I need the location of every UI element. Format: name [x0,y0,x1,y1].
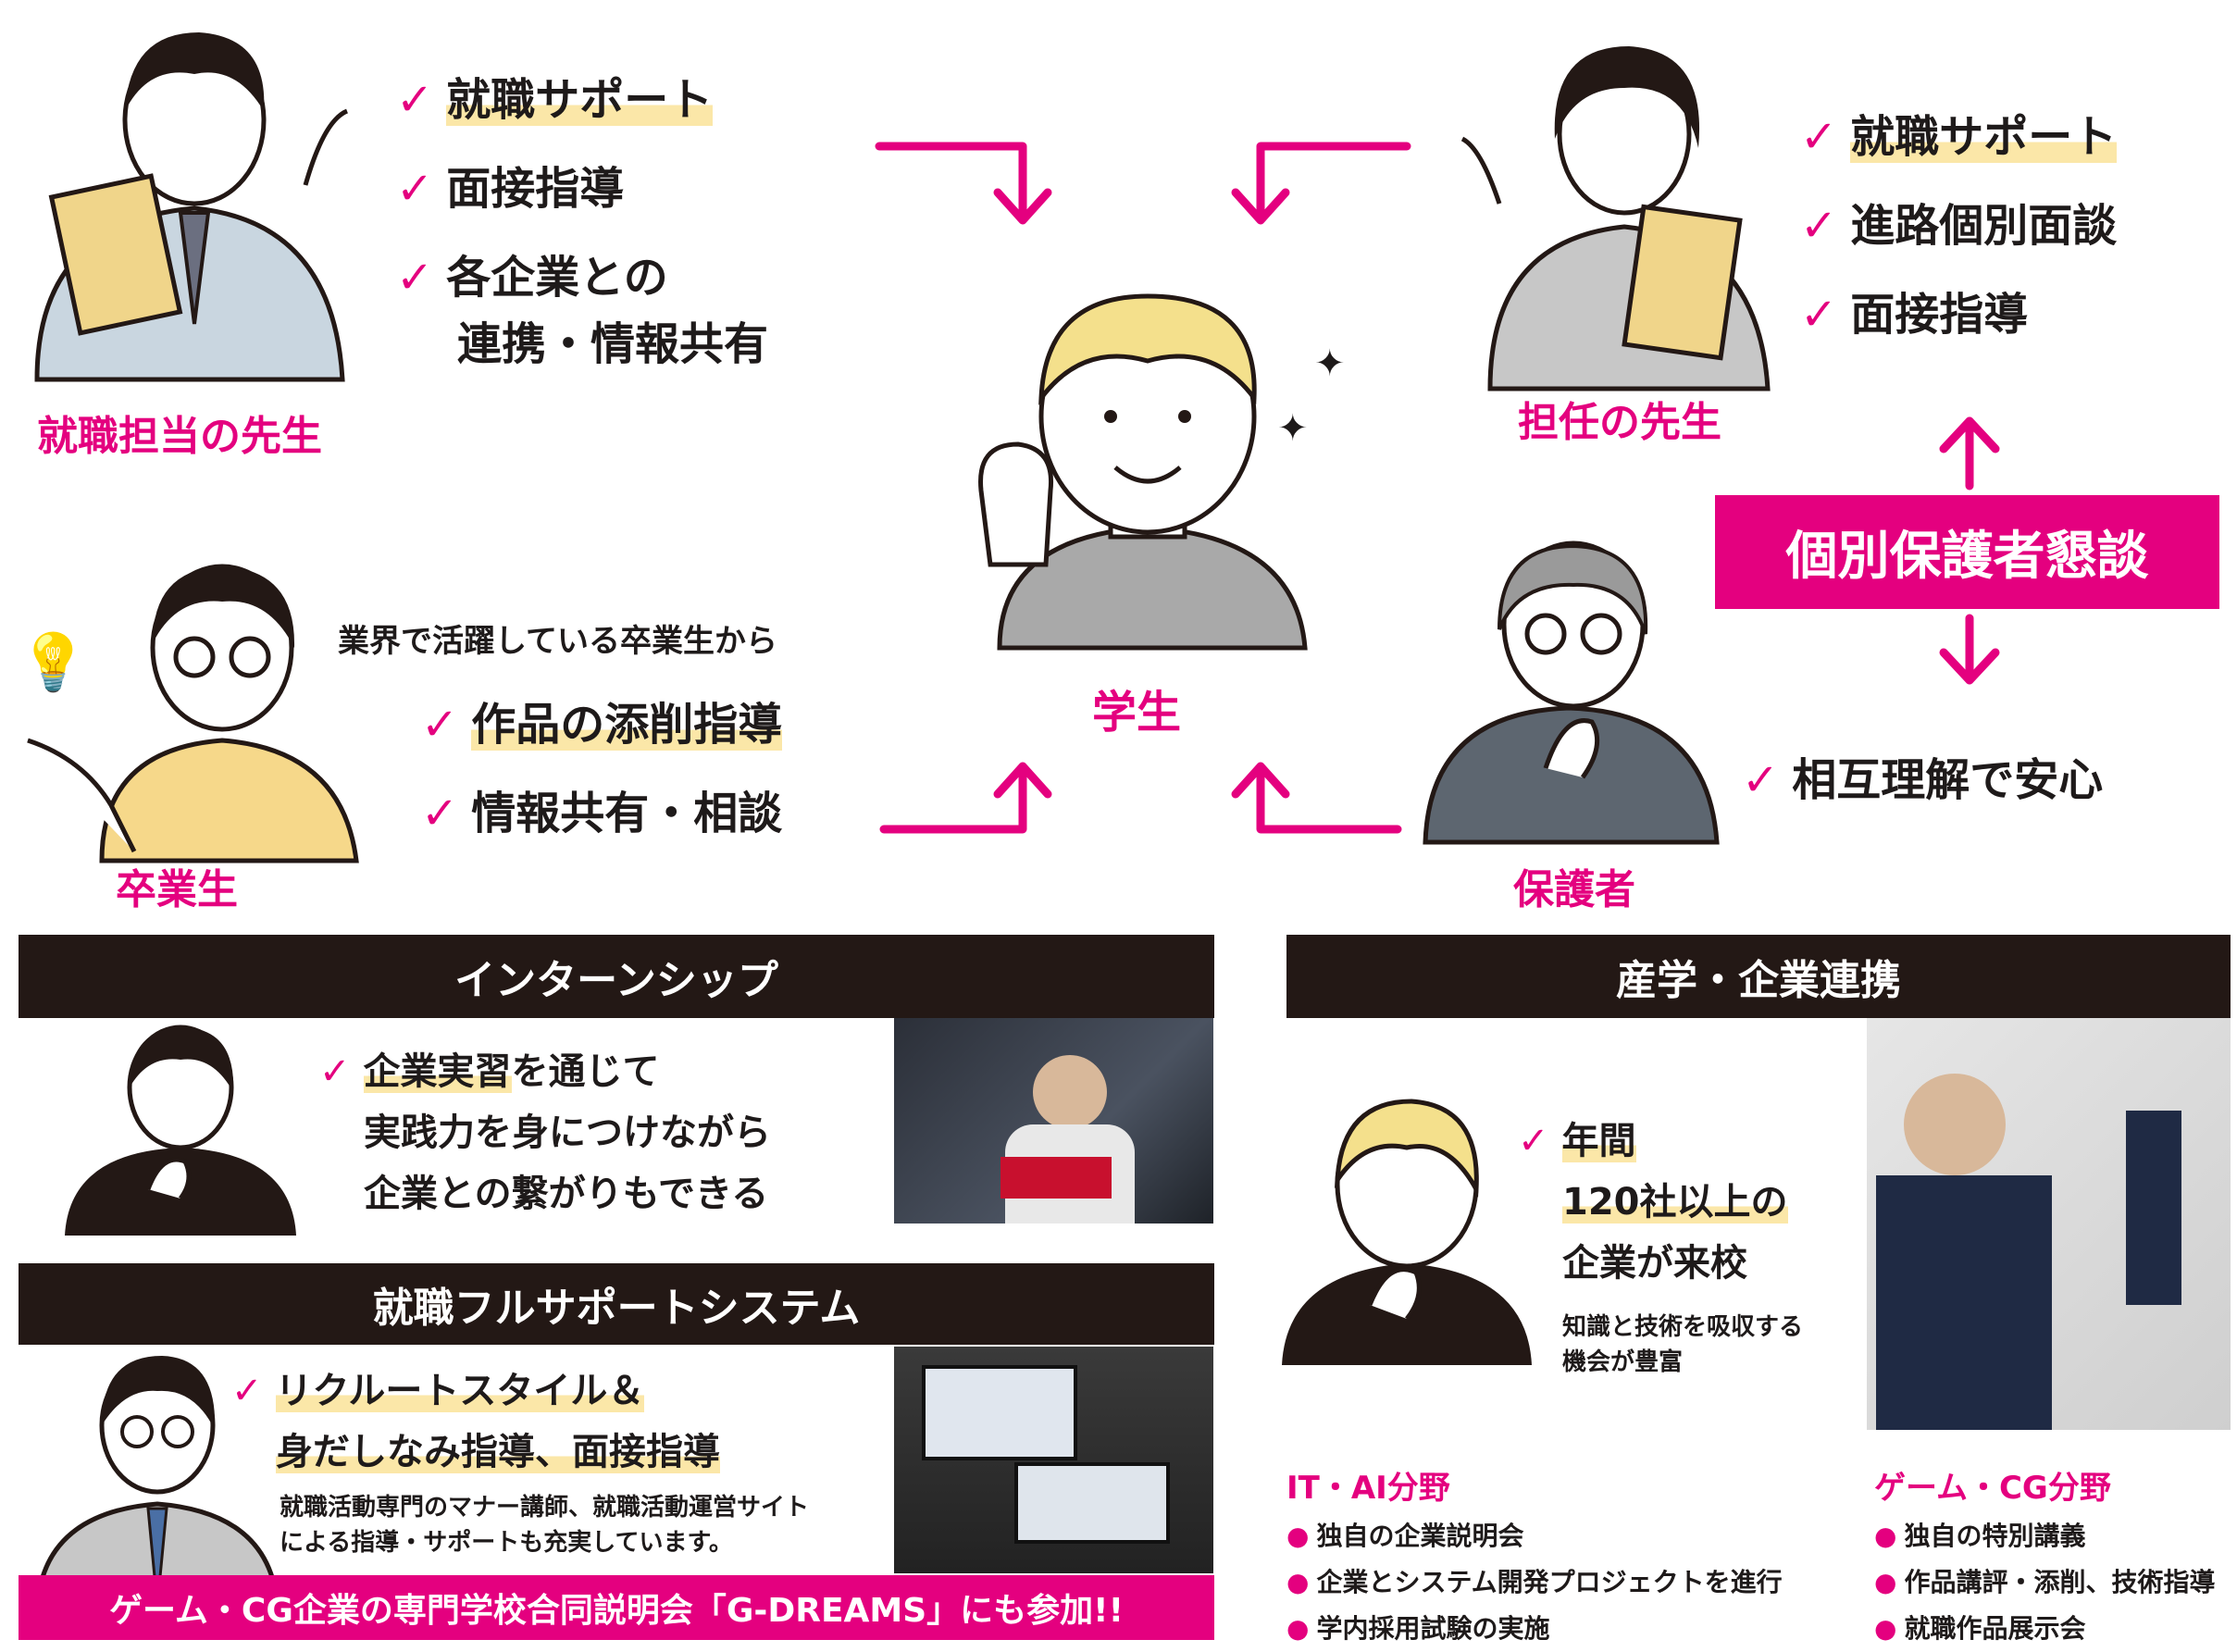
check-icon: ✓ [421,699,459,751]
check-icon: ✓ [231,1370,263,1412]
homeroom-teacher-list: ✓就職サポート ✓進路個別面談 ✓面接指導 [1800,93,2118,359]
full-support-line-0: ✓リクルートスタイル＆ [231,1370,645,1412]
career-item-3: 連携・情報共有 [457,318,769,370]
meeting-badge: 個別保護者懇談 [1715,495,2219,609]
career-item-0: ✓就職サポート [396,74,714,126]
guardian-label: 保護者 [1513,866,1635,913]
check-icon: ✓ [1742,754,1780,806]
guardian-illustration [1423,540,1720,845]
homeroom-item-1: ✓進路個別面談 [1800,200,2118,252]
graduate-lead: 業界で活躍している卒業生から [338,623,777,660]
bullet-dot-icon: ● [1874,1567,1897,1597]
it-ai-title: IT・AI分野 [1286,1470,1450,1507]
internship-line-1: 実践力を身につけながら [364,1112,771,1154]
lightbulb-icon: 💡 [19,630,88,695]
bullet-dot-icon: ● [1874,1521,1897,1551]
check-icon: ✓ [396,74,434,126]
student-illustration [978,293,1308,651]
internship-photo [894,1018,1213,1223]
career-item-1: ✓面接指導 [396,163,625,215]
industry-line-1: 120社以上の [1562,1181,1788,1223]
full-support-title-bar: 就職フルサポートシステム [19,1263,1214,1345]
homeroom-teacher-label: 担任の先生 [1518,399,1721,446]
game-cg-item-1: ●作品講評・添削、技術指導 [1874,1567,2216,1597]
graduate-illustration [27,564,359,863]
graduate-label: 卒業生 [116,866,238,913]
game-cg-field: ゲーム・CG分野 ●独自の特別講義 ●作品講評・添削、技術指導 ●就職作品展示会 [1874,1462,2215,1652]
student-label: 学生 [1092,687,1182,739]
career-teacher-list: ✓就職サポート ✓面接指導 ✓各企業との 連携・情報共有 [396,56,768,378]
industry-line-0: ✓年間 [1518,1120,1636,1162]
internship-line-2: 企業との繋がりもできる [364,1173,769,1215]
career-teacher-illustration [34,32,349,382]
check-icon: ✓ [1800,200,1838,252]
sparkle-icon: ✦ [1314,342,1346,385]
check-icon: ✓ [319,1050,351,1093]
industry-line-2: 企業が来校 [1562,1242,1747,1285]
guardian-item: ✓相互理解で安心 [1742,754,2104,806]
game-cg-title: ゲーム・CG分野 [1874,1470,2111,1507]
sparkle-icon-small: ✦ [1277,407,1309,450]
it-ai-field: IT・AI分野 ●独自の企業説明会 ●企業とシステム開発プロジェクトを進行 ●学… [1286,1462,1783,1652]
full-support-text: ✓リクルートスタイル＆ 身だしなみ指導、面接指導 [231,1360,720,1483]
graduate-list: ✓作品の添削指導 ✓情報共有・相談 [421,680,783,858]
it-ai-item-2: ●学内採用試験の実施 [1286,1613,1550,1644]
internship-illustration [65,1025,296,1236]
game-cg-item-2: ●就職作品展示会 [1874,1613,2086,1644]
career-teacher-label: 就職担当の先生 [37,413,322,460]
full-support-note: 就職活動専門のマナー講師、就職活動運営サイト による指導・サポートも充実していま… [280,1494,810,1557]
internship-text: ✓企業実習を通じて 実践力を身につけながら 企業との繋がりもできる [319,1041,771,1224]
industry-text: ✓年間 120社以上の 企業が来校 [1518,1111,1788,1294]
check-icon: ✓ [421,788,459,839]
bullet-dot-icon: ● [1286,1567,1310,1597]
bullet-dot-icon: ● [1874,1613,1897,1644]
homeroom-item-0: ✓就職サポート [1800,111,2118,163]
industry-note: 知識と技術を吸収する 機会が豊富 [1562,1313,1804,1376]
internship-title-bar: インターンシップ [19,935,1214,1018]
it-ai-item-1: ●企業とシステム開発プロジェクトを進行 [1286,1567,1783,1597]
graduate-item-1: ✓情報共有・相談 [421,788,783,839]
g-dreams-banner: ゲーム・CG企業の専門学校合同説明会「G-DREAMS」にも参加!! [19,1575,1214,1640]
check-icon: ✓ [396,252,434,304]
industry-illustration [1282,1099,1532,1365]
homeroom-item-2: ✓面接指導 [1800,289,2029,341]
graduate-item-0: ✓作品の添削指導 [421,699,783,751]
bullet-dot-icon: ● [1286,1613,1310,1644]
game-cg-item-0: ●独自の特別講義 [1874,1521,2086,1551]
check-icon: ✓ [1800,289,1838,341]
bullet-dot-icon: ● [1286,1521,1310,1551]
it-ai-item-0: ●独自の企業説明会 [1286,1521,1524,1551]
check-icon: ✓ [396,163,434,215]
check-icon: ✓ [1518,1120,1549,1162]
career-item-2: ✓各企業との [396,252,668,304]
full-support-line-1: 身だしなみ指導、面接指導 [276,1431,720,1473]
industry-title-bar: 産学・企業連携 [1286,935,2231,1018]
homeroom-teacher-illustration [1460,46,1771,391]
full-support-photo [894,1347,1213,1573]
internship-line-0: ✓企業実習を通じて [319,1050,660,1093]
check-icon: ✓ [1800,111,1838,163]
industry-photo [1867,1018,2231,1430]
